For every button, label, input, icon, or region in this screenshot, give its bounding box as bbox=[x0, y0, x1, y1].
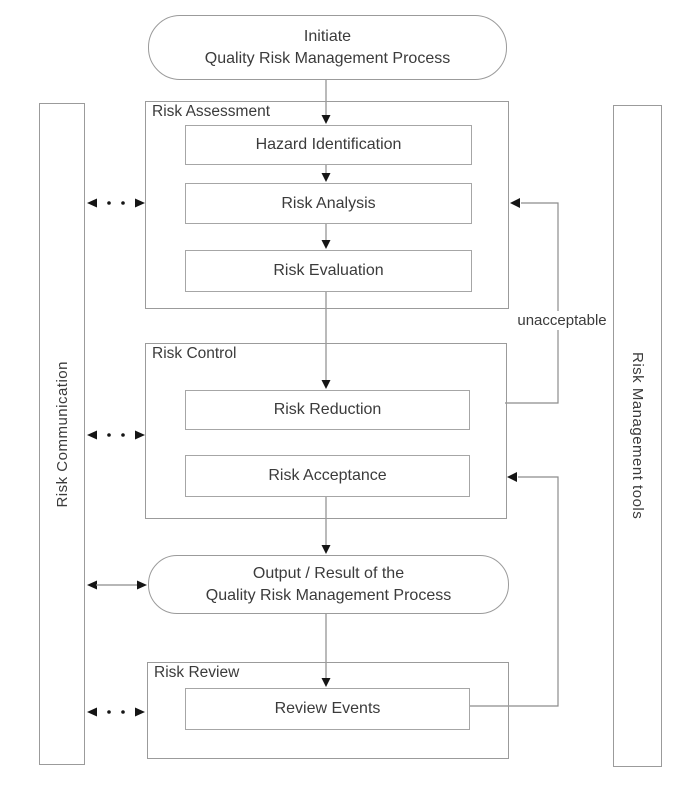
risk-review-group: Risk Review bbox=[147, 662, 509, 759]
initiate-node: Initiate Quality Risk Management Process bbox=[148, 15, 507, 80]
comm-arrow-assessment bbox=[87, 198, 145, 208]
arrowhead-left-icon bbox=[507, 472, 517, 482]
risk-control-label: Risk Control bbox=[152, 345, 237, 362]
risk-control-group: Risk Control bbox=[145, 343, 507, 519]
dotted-double-arrow-icon bbox=[87, 707, 97, 717]
risk-management-tools-label: Risk Management tools bbox=[629, 352, 646, 520]
risk-management-tools-bar: Risk Management tools bbox=[613, 105, 662, 767]
comm-arrow-output bbox=[87, 580, 147, 590]
risk-assessment-group: Risk Assessment bbox=[145, 101, 509, 309]
risk-evaluation-box: Risk Evaluation bbox=[185, 250, 472, 292]
comm-arrow-review bbox=[87, 707, 145, 717]
risk-communication-bar: Risk Communication bbox=[39, 103, 85, 765]
output-line2: Quality Risk Management Process bbox=[205, 586, 452, 604]
initiate-line1: Initiate bbox=[303, 28, 352, 46]
dotted-double-arrow-icon bbox=[87, 198, 97, 208]
risk-acceptance-box: Risk Acceptance bbox=[185, 455, 470, 497]
arrowhead-down-icon bbox=[321, 545, 331, 554]
risk-review-label: Risk Review bbox=[154, 664, 240, 681]
hazard-identification-box: Hazard Identification bbox=[185, 125, 472, 165]
solid-double-arrow-icon bbox=[87, 580, 97, 590]
risk-analysis-box: Risk Analysis bbox=[185, 183, 472, 224]
risk-assessment-label: Risk Assessment bbox=[152, 103, 271, 120]
initiate-line2: Quality Risk Management Process bbox=[204, 49, 451, 67]
dotted-double-arrow-icon bbox=[87, 430, 97, 440]
feedback-line-unacceptable bbox=[505, 198, 559, 404]
risk-communication-label: Risk Communication bbox=[53, 360, 71, 508]
output-line1: Output / Result of the bbox=[252, 565, 405, 583]
comm-arrow-control bbox=[87, 430, 145, 440]
unacceptable-label: unacceptable bbox=[505, 311, 619, 330]
risk-reduction-box: Risk Reduction bbox=[185, 390, 470, 430]
review-events-box: Review Events bbox=[185, 688, 470, 730]
output-node: Output / Result of the Quality Risk Mana… bbox=[148, 555, 509, 614]
arrowhead-left-icon bbox=[510, 198, 520, 208]
